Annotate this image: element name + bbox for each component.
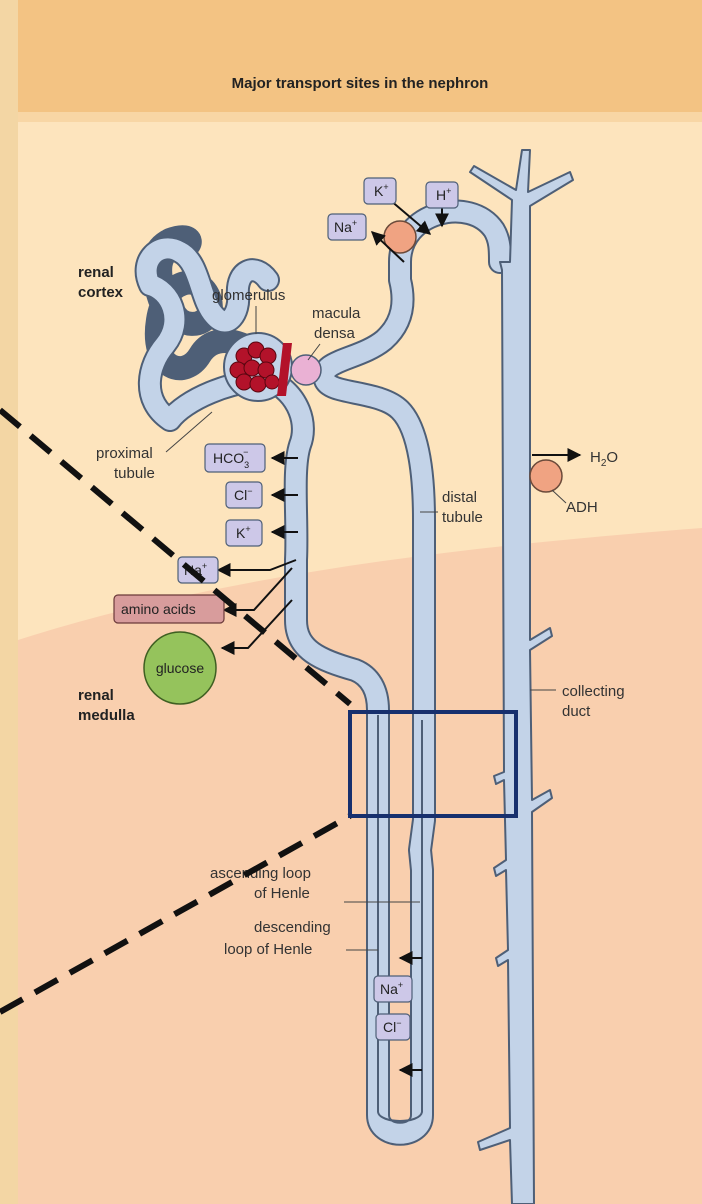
ion-amino-acids: amino acids xyxy=(114,595,224,623)
glomerulus-label: glomerulus xyxy=(212,287,285,304)
macula-densa xyxy=(291,355,321,385)
collecting-duct-label-1: collecting xyxy=(562,683,625,700)
ion-hco3-sub: 3 xyxy=(244,460,249,470)
ion-na-top: Na+ xyxy=(328,214,366,240)
macula-densa-label-2: densa xyxy=(314,325,356,342)
renal-medulla-label-2: medulla xyxy=(78,707,135,724)
ion-na-top-label: Na xyxy=(334,219,352,235)
ion-glucose: glucose xyxy=(144,632,216,704)
transporter-collecting xyxy=(530,460,562,492)
proximal-tubule-label-2: tubule xyxy=(114,465,155,482)
ion-amino-acids-label: amino acids xyxy=(121,601,196,617)
renal-cortex-label-2: cortex xyxy=(78,284,124,301)
ion-glucose-label: glucose xyxy=(156,660,204,676)
ion-cl-loop-label: Cl xyxy=(383,1019,396,1035)
ion-k-prox: K+ xyxy=(226,520,262,546)
adh-label: ADH xyxy=(566,499,598,516)
ion-k-top: K+ xyxy=(364,178,396,204)
renal-cortex-label-1: renal xyxy=(78,264,114,281)
macula-densa-label-1: macula xyxy=(312,305,361,322)
ascending-loop-label-2: of Henle xyxy=(254,885,310,902)
ion-hco3-label: HCO xyxy=(213,450,244,466)
ion-na-loop-label: Na xyxy=(380,981,398,997)
distal-tubule-label-1: distal xyxy=(442,489,477,506)
distal-tubule-label-2: tubule xyxy=(442,509,483,526)
ion-h-top: H+ xyxy=(426,182,458,208)
title-band xyxy=(18,0,702,112)
ion-na-loop: Na+ xyxy=(374,976,412,1002)
ion-hco3: HCO3− xyxy=(205,444,265,472)
diagram-title: Major transport sites in the nephron xyxy=(232,75,489,92)
medulla-region xyxy=(18,528,702,1204)
renal-medulla-label-1: renal xyxy=(78,687,114,704)
descending-loop-label-1: descending xyxy=(254,919,331,936)
descending-loop-label-2: loop of Henle xyxy=(224,941,312,958)
ion-cl-loop: Cl− xyxy=(376,1014,410,1040)
ion-h-top-label: H xyxy=(436,187,446,203)
glomerulus xyxy=(224,333,292,401)
proximal-tubule-label-1: proximal xyxy=(96,445,153,462)
title-band-fade xyxy=(18,112,702,122)
ion-cl-prox: Cl− xyxy=(226,482,262,508)
ion-cl-prox-label: Cl xyxy=(234,487,247,503)
collecting-duct-label-2: duct xyxy=(562,703,591,720)
